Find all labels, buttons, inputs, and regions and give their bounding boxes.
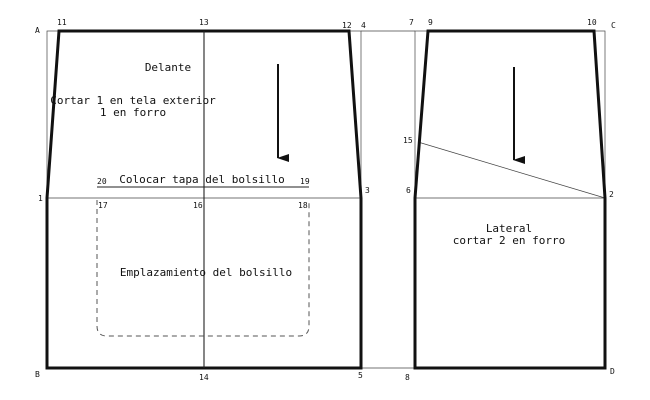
side-title: Lateral [486, 222, 532, 235]
point-label-5: 5 [358, 371, 363, 380]
point-label-7: 7 [409, 18, 414, 27]
point-label-A: A [35, 26, 40, 35]
line-15-to-2 [417, 141, 606, 199]
point-label-C: C [611, 21, 616, 30]
front-title: Delante [145, 61, 191, 74]
pocket-flap-label: Colocar tapa del bolsillo [119, 173, 285, 186]
front-cut-line2: 1 en forro [100, 106, 166, 119]
point-label-16: 16 [193, 201, 203, 210]
point-label-2: 2 [609, 190, 614, 199]
side-piece-outline [413, 29, 607, 370]
point-label-12: 12 [342, 21, 352, 30]
point-label-D: D [610, 367, 615, 376]
side-frame-rect [414, 30, 606, 369]
construction-lines [46, 30, 606, 369]
point-label-10: 10 [587, 18, 597, 27]
point-label-1: 1 [38, 194, 43, 203]
point-label-6: 6 [406, 186, 411, 195]
front-piece-outline [45, 29, 363, 370]
point-label-18: 18 [298, 201, 308, 210]
point-label-19: 19 [300, 177, 310, 186]
point-label-17: 17 [98, 201, 108, 210]
pocket-outline [96, 200, 310, 337]
point-label-11: 11 [57, 18, 67, 27]
side-cut-label: cortar 2 en forro [453, 234, 566, 247]
front-cut-line1: Cortar 1 en tela exterior [50, 94, 216, 107]
point-label-14: 14 [199, 373, 209, 382]
point-label-15: 15 [403, 136, 413, 145]
point-label-4: 4 [361, 21, 366, 30]
point-label-20: 20 [97, 177, 107, 186]
pocket-placement-label: Emplazamiento del bolsillo [120, 266, 292, 279]
point-label-3: 3 [365, 186, 370, 195]
point-label-8: 8 [405, 373, 410, 382]
point-label-9: 9 [428, 18, 433, 27]
point-label-B: B [35, 370, 40, 379]
point-label-13: 13 [199, 18, 209, 27]
point-labels: A 11 13 12 4 7 9 10 C 15 20 19 1 3 6 2 1… [35, 18, 616, 382]
